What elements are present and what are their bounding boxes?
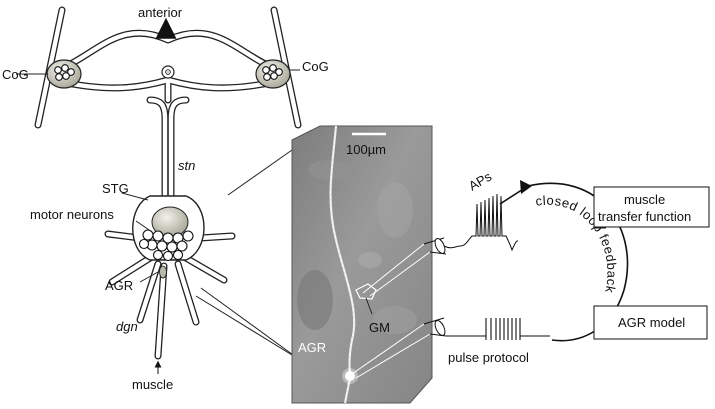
- stimulation-electrode: [351, 317, 447, 379]
- closed-loop: APs closed loop feedback muscle transfer…: [443, 168, 710, 365]
- stg-label: STG: [102, 181, 129, 196]
- gm-muscle-outline: [355, 283, 377, 300]
- feedback-arc: [499, 182, 629, 342]
- stn-label: stn: [178, 158, 195, 173]
- recording-electrode: [362, 237, 447, 297]
- gm-label: GM: [369, 320, 390, 335]
- aps-label: APs: [466, 168, 495, 193]
- nervous-system-drawing: anterior CoG CoG stn STG motor neurons A…: [2, 5, 329, 392]
- motor-neuron-cells: [138, 229, 194, 262]
- agr-neuron-marker: [159, 265, 167, 279]
- muscle-transfer-line1: muscle: [624, 192, 665, 207]
- pulse-protocol-label: pulse protocol: [448, 350, 529, 365]
- agr-photo-label: AGR: [298, 340, 326, 355]
- cog-right-label: CoG: [302, 59, 329, 74]
- nerve-tubes: [34, 6, 302, 360]
- zoom-line-upper: [200, 287, 301, 361]
- agr-label: AGR: [105, 278, 133, 293]
- agr-model-label: AGR model: [618, 315, 685, 330]
- muscle-transfer-line2: transfer function: [598, 209, 691, 224]
- muscle-transfer-function-box: muscle transfer function: [593, 186, 710, 228]
- cog-right-ganglion: [255, 59, 291, 89]
- scale-bar-label: 100µm: [346, 142, 386, 157]
- zoom-line-lower: [195, 295, 293, 356]
- muscle-label: muscle: [132, 377, 173, 392]
- zoom-line-top: [227, 149, 293, 196]
- motor-neurons-label: motor neurons: [30, 207, 114, 222]
- esophageal-ganglion: [161, 65, 175, 79]
- micrograph: 100µm GM AGR: [291, 125, 447, 404]
- dgn-label: dgn: [116, 319, 138, 334]
- ap-trace: [443, 193, 519, 252]
- agr-model-box: AGR model: [593, 305, 708, 340]
- cog-left-ganglion: [46, 59, 82, 89]
- stg-ganglion: [132, 195, 205, 262]
- anterior-label: anterior: [138, 5, 183, 20]
- pulse-train: [446, 318, 550, 340]
- cog-left-label: CoG: [2, 67, 29, 82]
